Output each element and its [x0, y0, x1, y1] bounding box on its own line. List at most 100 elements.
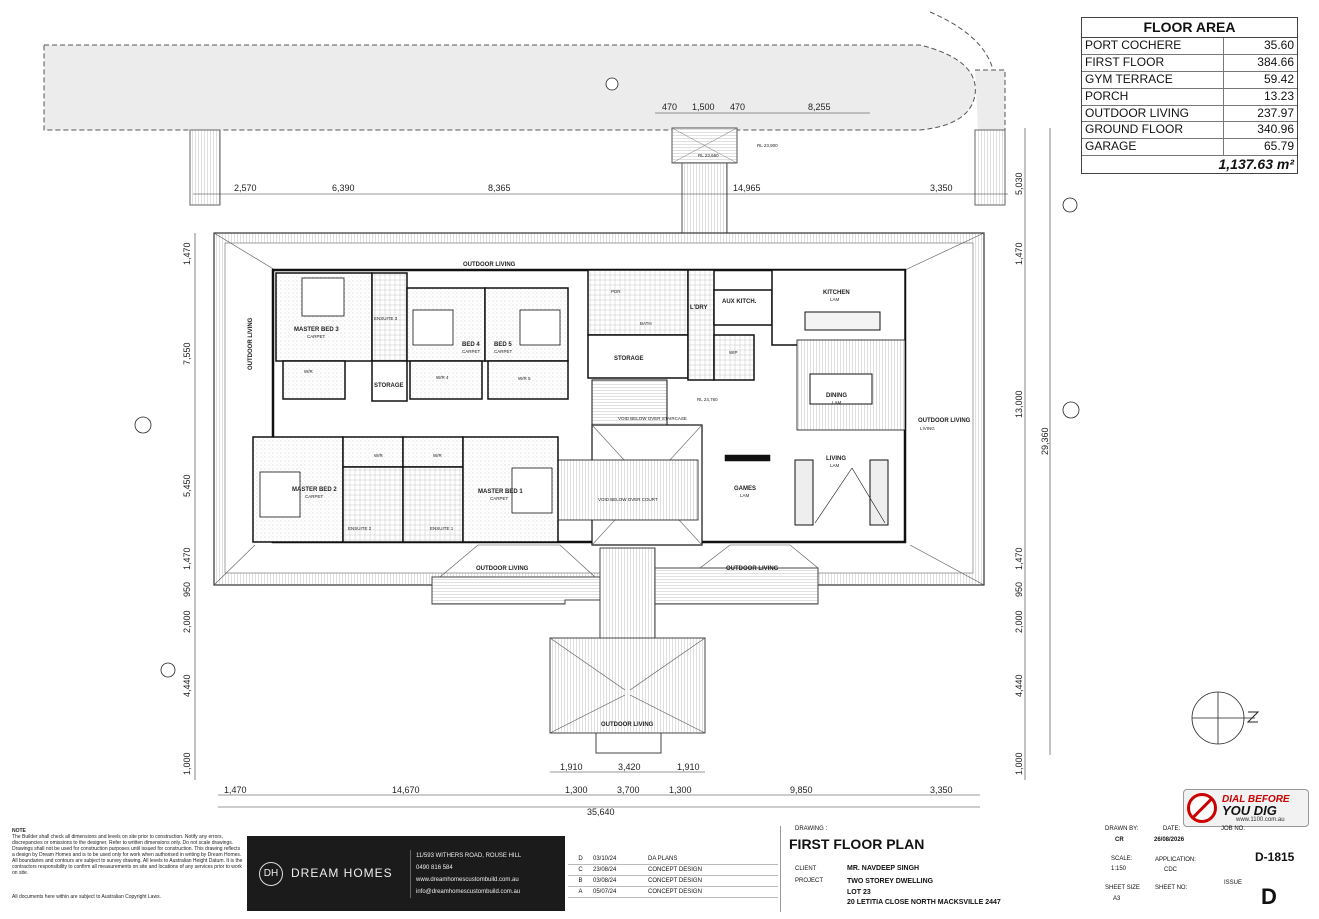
scale-value: 1:150 [1111, 866, 1127, 872]
room-void-1: VOID BELOW OVER STAIRCASE [618, 416, 687, 421]
level-rl-3: RL 24,760 [697, 397, 718, 402]
floor-area-row: OUTDOOR LIVING 237.97 [1082, 105, 1297, 123]
application-value: CDC [1164, 867, 1177, 873]
company-panel: DH DREAM HOMES 11/593 WITHERS ROAD, ROUS… [247, 836, 565, 911]
finish-bed4: CARPET [462, 349, 481, 354]
rev-id: C [578, 867, 583, 873]
room-wip: WIP [729, 350, 738, 355]
dim-bottom-5: 1,300 [669, 785, 692, 795]
dim-left-8: 1,000 [182, 752, 192, 775]
room-labels: OUTDOOR LIVING OUTDOOR LIVING LIVING OUT… [292, 262, 971, 728]
dim-right-total: 29,360 [1040, 427, 1050, 455]
dim-top-4: 14,965 [733, 183, 761, 193]
drawing-label: DRAWING : [795, 826, 828, 832]
dim-top-3: 8,365 [488, 183, 511, 193]
room-wir-5: W/R 5 [518, 376, 531, 381]
finish-mb3: CARPET [307, 334, 326, 339]
room-master-bed-3: MASTER BED 3 [294, 327, 339, 333]
room-master-bed-2: MASTER BED 2 [292, 487, 337, 493]
company-phone: 0490 816 584 [416, 865, 453, 871]
room-ensuite-2: ENSUITE 2 [348, 526, 372, 531]
finish-bed5: CARPET [494, 349, 513, 354]
drawn-by-label: DRAWN BY: [1105, 826, 1139, 832]
drawn-by: CR [1115, 837, 1124, 843]
row-name: GARAGE [1082, 139, 1224, 156]
dim-bottom-2: 14,670 [392, 785, 420, 795]
issue-label: ISSUE [1224, 880, 1243, 886]
room-outdoor-living-right-2: LIVING [920, 426, 935, 431]
level-rl-2: RL 23,900 [757, 143, 778, 148]
row-name: OUTDOOR LIVING [1082, 105, 1224, 122]
floor-area-total: 1,137.63 m² [1218, 156, 1295, 173]
dim-right-1: 5,030 [1014, 172, 1024, 195]
drawing-title: FIRST FLOOR PLAN [789, 836, 925, 852]
note-body: The Builder shall check all dimensions a… [12, 834, 242, 858]
issue-value: D [1261, 884, 1277, 909]
rev-date: 23/08/24 [593, 867, 617, 873]
dim-right-5: 950 [1014, 582, 1024, 597]
room-dining: DINING [826, 393, 847, 399]
room-lndry: L'DRY [690, 305, 708, 311]
section-markers [134, 77, 1080, 678]
dim-top-small-3: 470 [730, 102, 745, 112]
room-storage-mid: STORAGE [614, 356, 644, 362]
row-name: FIRST FLOOR [1082, 54, 1224, 71]
row-value: 237.97 [1257, 105, 1294, 120]
dim-right-7: 4,440 [1014, 674, 1024, 697]
no-dig-icon [1187, 793, 1217, 823]
level-rl-1: RL 23,660 [698, 153, 719, 158]
note-footer: All documents here within are subject to… [12, 894, 161, 900]
job-label: JOB NO. [1221, 826, 1246, 832]
row-value: 35.60 [1263, 38, 1294, 52]
room-outdoor-living-bottom-left: OUTDOOR LIVING [476, 566, 529, 572]
row-value: 384.66 [1257, 54, 1294, 69]
north-arrow-icon [1191, 691, 1260, 745]
finish-games: LAM [740, 493, 750, 498]
room-aux-kitch: AUX KITCH. [722, 299, 757, 305]
client-name: MR. NAVDEEP SINGH [847, 865, 920, 872]
rev-date: 03/08/24 [593, 878, 617, 884]
dbyd-line1: DIAL BEFORE [1222, 794, 1290, 805]
room-bed-4: BED 4 [462, 342, 480, 348]
dim-bottom-6: 9,850 [790, 785, 813, 795]
rev-id: B [578, 878, 583, 884]
dim-right-8: 1,000 [1014, 752, 1024, 775]
rev-desc: CONCEPT DESIGN [648, 889, 702, 895]
dim-top-small-1: 470 [662, 102, 677, 112]
room-outdoor-living-right: OUTDOOR LIVING [918, 418, 971, 424]
sheet-no-label: SHEET NO: [1155, 885, 1188, 891]
dim-top-small-2: 1,500 [692, 102, 715, 112]
dimension-lines [193, 112, 1051, 808]
company-name: DREAM HOMES [291, 866, 393, 880]
dim-left-4: 1,470 [182, 547, 192, 570]
dim-bottom-small-3: 1,910 [677, 762, 700, 772]
note-block: NOTE The Builder shall check all dimensi… [12, 828, 244, 900]
room-wir-2: W/R [374, 453, 383, 458]
room-wir-3: W/R [304, 369, 313, 374]
room-living: LIVING [826, 456, 846, 462]
title-block: NOTE The Builder shall check all dimensi… [8, 826, 1310, 912]
company-web[interactable]: www.dreamhomescustombuild.com.au [416, 877, 519, 883]
room-wir-4: W/R 4 [436, 375, 449, 380]
company-email[interactable]: info@dreamhomescustombuild.com.au [416, 889, 521, 895]
project-address: 20 LETITIA CLOSE NORTH MACKSVILLE 2447 [847, 899, 1001, 906]
row-value: 65.79 [1263, 139, 1294, 154]
floor-area-title: FLOOR AREA [1082, 18, 1297, 38]
dbyd-line3: www.1100.com.au [1236, 817, 1285, 823]
finish-mb2: CARPET [305, 494, 324, 499]
room-outdoor-living-top: OUTDOOR LIVING [463, 262, 516, 268]
rev-date: 05/07/24 [593, 889, 617, 895]
dim-left-1: 1,470 [182, 242, 192, 265]
date-label: DATE: [1163, 826, 1181, 832]
sheet-size-value: A3 [1113, 896, 1121, 902]
finish-mb1: CARPET [490, 496, 509, 501]
driveway [43, 11, 1006, 206]
dim-bottom-total: 35,640 [587, 807, 615, 817]
sheet-meta: DRAWN BY: CR DATE: 26/08/2026 JOB NO. D-… [1093, 826, 1310, 912]
